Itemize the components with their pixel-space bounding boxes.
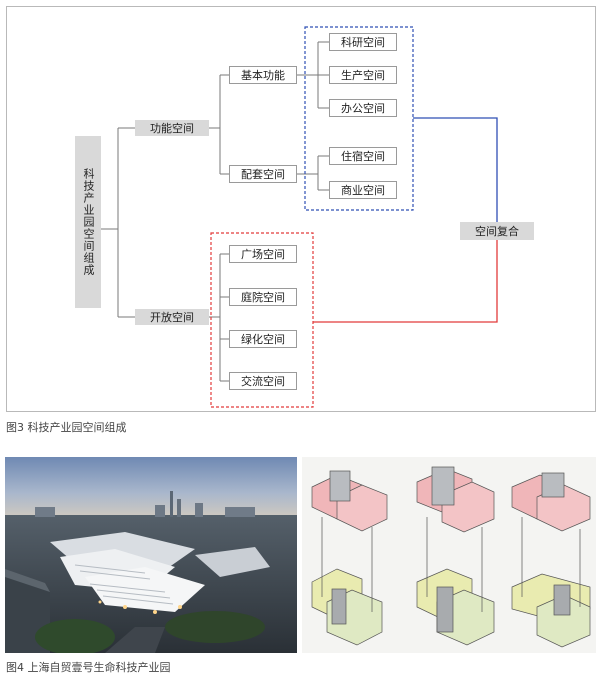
node-exchange-space: 交流空间 xyxy=(229,372,297,390)
node-functional-space-label: 功能空间 xyxy=(150,122,194,135)
figure4-caption: 图4 上海自贸壹号生命科技产业园 xyxy=(6,661,171,674)
figure3-caption: 图3 科技产业园空间组成 xyxy=(6,421,127,434)
node-lodging-space-label: 住宿空间 xyxy=(341,150,385,163)
node-office-space: 办公空间 xyxy=(329,99,397,117)
node-plaza-space-label: 广场空间 xyxy=(241,248,285,261)
node-composite-space-label: 空间复合 xyxy=(475,225,519,238)
node-composite-space: 空间复合 xyxy=(460,222,534,240)
node-open-space: 开放空间 xyxy=(135,309,209,325)
node-office-space-label: 办公空间 xyxy=(341,102,385,115)
node-commercial-space: 商业空间 xyxy=(329,181,397,199)
aerial-photo-art xyxy=(5,457,297,653)
node-functional-space: 功能空间 xyxy=(135,120,209,136)
node-research-space-label: 科研空间 xyxy=(341,36,385,49)
node-courtyard-space-label: 庭院空间 xyxy=(241,291,285,304)
node-supporting-space-label: 配套空间 xyxy=(241,168,285,181)
node-plaza-space: 广场空间 xyxy=(229,245,297,263)
node-production-space-label: 生产空间 xyxy=(341,69,385,82)
node-greenery-space-label: 绿化空间 xyxy=(241,333,285,346)
node-commercial-space-label: 商业空间 xyxy=(341,184,385,197)
node-basic-function: 基本功能 xyxy=(229,66,297,84)
diagram-frame xyxy=(6,6,596,412)
node-exchange-space-label: 交流空间 xyxy=(241,375,285,388)
node-supporting-space: 配套空间 xyxy=(229,165,297,183)
axonometric-diagrams xyxy=(302,457,596,653)
aerial-photo xyxy=(5,457,297,653)
node-greenery-space: 绿化空间 xyxy=(229,330,297,348)
root-node: 科技产业园空间组成 xyxy=(75,136,101,308)
node-lodging-space: 住宿空间 xyxy=(329,147,397,165)
root-node-label: 科技产业园空间组成 xyxy=(82,168,95,276)
node-basic-function-label: 基本功能 xyxy=(241,69,285,82)
node-research-space: 科研空间 xyxy=(329,33,397,51)
connector-lines xyxy=(101,26,498,408)
node-courtyard-space: 庭院空间 xyxy=(229,288,297,306)
axonometric-art xyxy=(311,466,591,648)
node-open-space-label: 开放空间 xyxy=(150,311,194,324)
node-production-space: 生产空间 xyxy=(329,66,397,84)
